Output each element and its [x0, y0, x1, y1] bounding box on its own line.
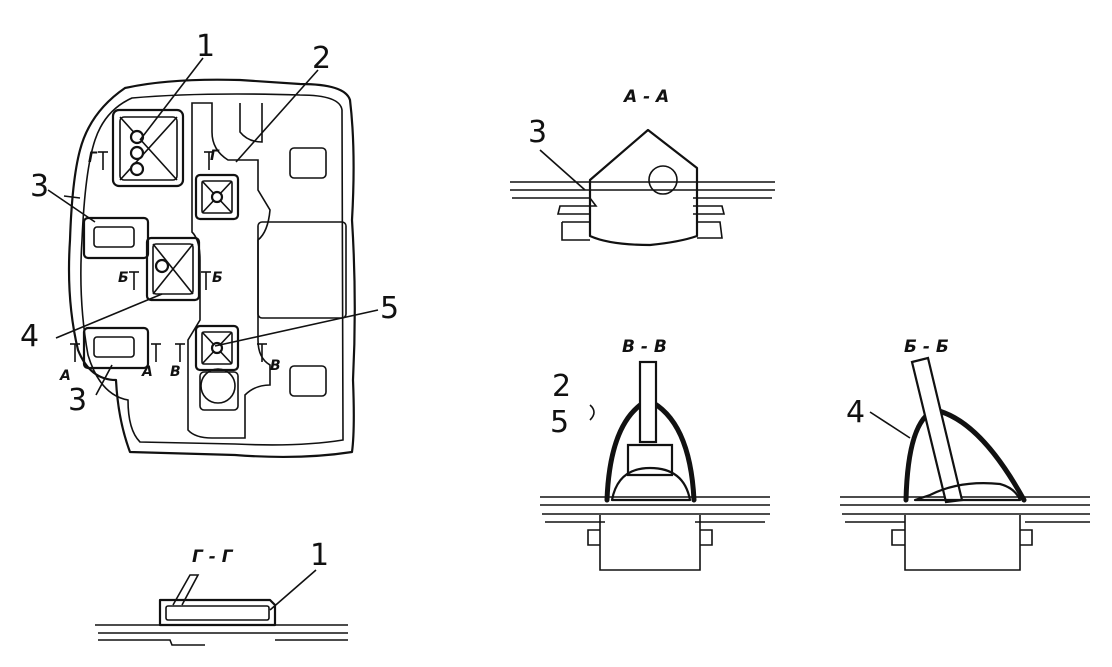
small-window-bottom — [289, 365, 327, 397]
aa-bracket — [588, 128, 699, 247]
aa-title: А - А — [622, 87, 669, 107]
bb-title: Б - Б — [904, 337, 949, 357]
element-1-bracket — [111, 108, 185, 188]
mark-g-left: Г — [88, 150, 98, 166]
element-4-bracket — [145, 236, 201, 302]
bb-callout-4: 4 — [846, 395, 865, 430]
panel-inner-outline — [80, 93, 344, 446]
section-aa: А - А 3 — [510, 87, 775, 247]
vv-title: В - В — [622, 337, 667, 357]
element-3-upper-pad — [82, 216, 150, 260]
section-bb: Б - Б 4 — [840, 337, 1090, 571]
mark-g-right: Г — [210, 148, 220, 164]
callout-3-upper: 3 — [30, 169, 49, 204]
gg-title: Г - Г — [192, 547, 234, 567]
right-window — [257, 221, 347, 319]
callout-1: 1 — [196, 29, 215, 64]
leader-2 — [235, 69, 319, 163]
mark-v-right: В — [270, 358, 281, 374]
mark-a-left: А — [59, 368, 71, 384]
mark-v-left: В — [170, 364, 181, 380]
callout-4: 4 — [20, 319, 39, 354]
callout-3-lower: 3 — [68, 383, 87, 418]
element-3-lower-pad — [82, 326, 150, 370]
small-window-top — [289, 147, 327, 179]
leader-4 — [55, 293, 163, 339]
leader-3b — [95, 364, 113, 396]
aa-callout-3: 3 — [528, 115, 547, 150]
section-vv: В - В 2 5 — [540, 337, 770, 571]
element-5-bracket — [194, 324, 240, 372]
round-hole — [200, 368, 236, 404]
section-gg: Г - Г 1 — [95, 538, 348, 646]
vv-callout-2: 2 — [552, 369, 571, 404]
callout-5: 5 — [380, 291, 399, 326]
leader-3a — [47, 189, 96, 223]
mark-b-right: Б — [212, 270, 223, 286]
leader-5 — [214, 309, 379, 347]
vv-strap — [638, 360, 658, 444]
element-2-bracket — [194, 173, 240, 221]
gg-callout-1: 1 — [310, 538, 329, 573]
vv-callout-5: 5 — [550, 405, 569, 440]
callout-2: 2 — [312, 41, 331, 76]
gg-bracket — [158, 598, 277, 627]
mark-b-left: Б — [118, 270, 129, 286]
mark-a-right: А — [141, 364, 153, 380]
leader-1 — [139, 57, 204, 141]
panel-outline — [67, 78, 356, 459]
plan-view: 1 2 3 4 5 3 Г Г Б Б А А В В — [20, 29, 399, 459]
